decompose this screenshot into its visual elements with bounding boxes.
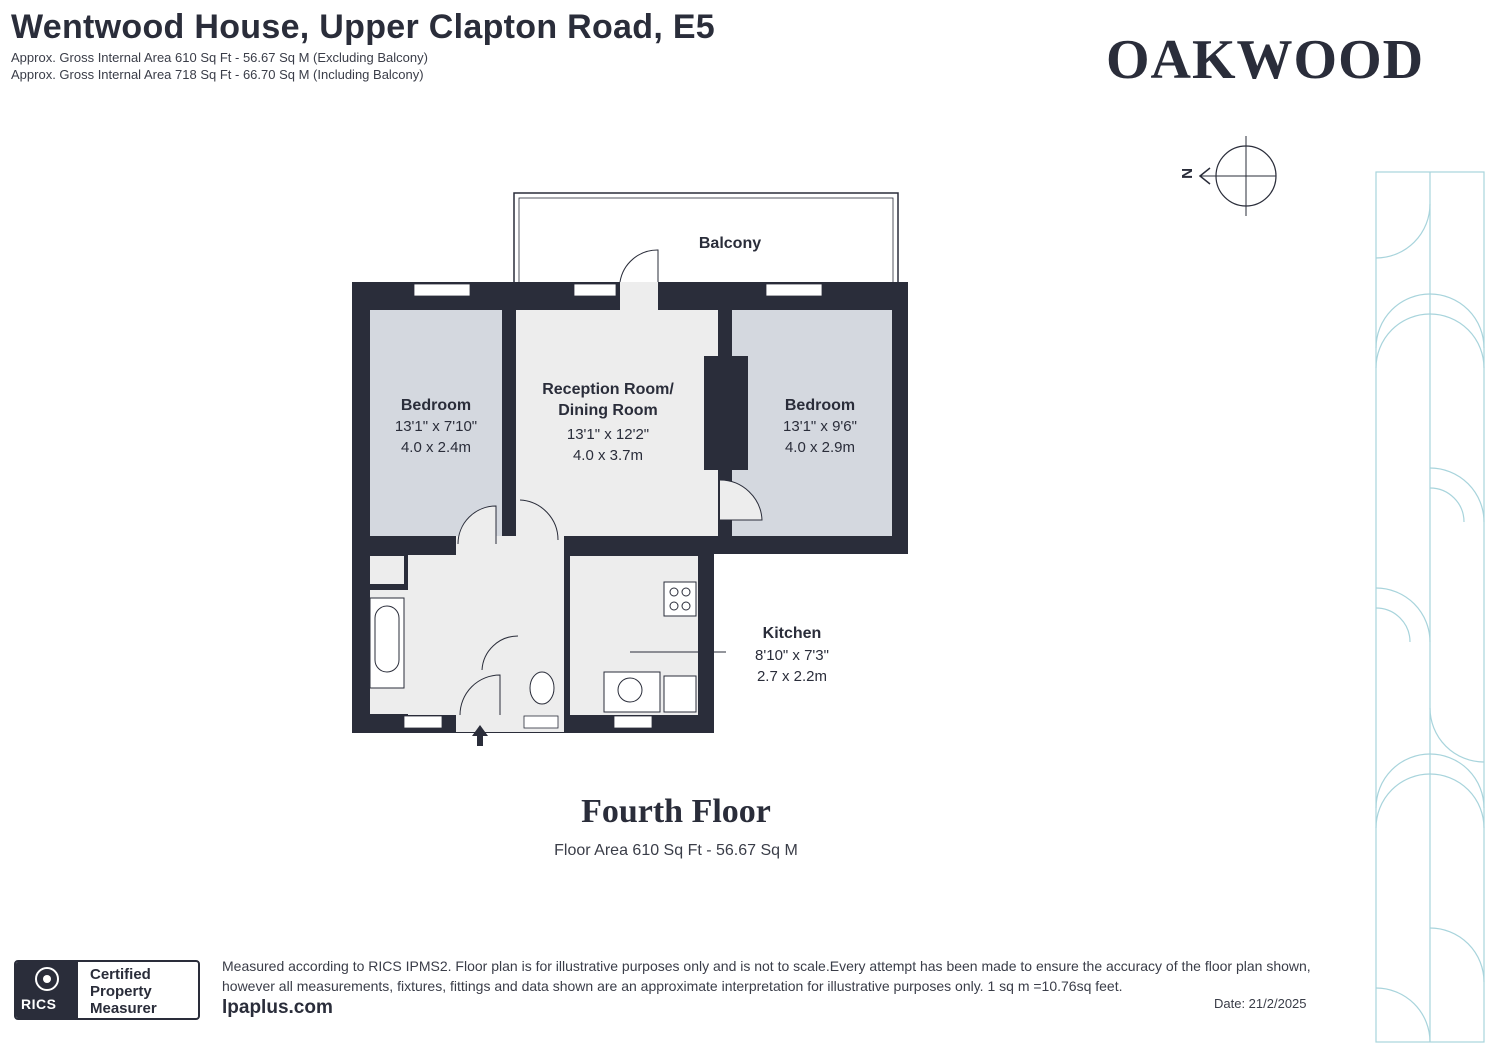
floor-plan: N Bedroom 13'1" x 7'10" 4.0 — [352, 136, 1277, 746]
bedroom-2 — [732, 310, 892, 536]
rics-lion-icon — [35, 967, 59, 991]
certified-line-1: Certified — [90, 966, 151, 983]
bedroom-1-name: Bedroom — [401, 397, 471, 414]
bedroom-1-metric: 4.0 x 2.4m — [401, 439, 471, 456]
rics-certified-badge: RICS Certified Property Measurer — [14, 960, 200, 1020]
entrance-arrow-icon — [472, 725, 488, 746]
storage-cupboard — [370, 556, 404, 584]
floor-title: Fourth Floor — [581, 793, 771, 830]
kitchen-imperial: 8'10" x 7'3" — [755, 647, 829, 664]
kitchen-metric: 2.7 x 2.2m — [757, 668, 827, 685]
website-link[interactable]: lpaplus.com — [222, 997, 333, 1018]
bedroom-1 — [370, 310, 502, 536]
north-arrow-icon: N — [1178, 136, 1277, 216]
certified-line-2: Property — [90, 983, 152, 1000]
certified-line-3: Measurer — [90, 1000, 157, 1017]
reception-name-line2: Dining Room — [558, 402, 658, 419]
bedroom-1-imperial: 13'1" x 7'10" — [395, 418, 477, 435]
plan-date: Date: 21/2/2025 — [1214, 996, 1307, 1011]
floor-area: Floor Area 610 Sq Ft - 56.67 Sq M — [554, 842, 798, 859]
chimney-breast — [704, 356, 748, 470]
bedroom-2-name: Bedroom — [785, 397, 855, 414]
gross-area-including-balcony: Approx. Gross Internal Area 718 Sq Ft - … — [11, 67, 424, 82]
rics-logo: RICS — [16, 962, 78, 1018]
reception-room — [516, 310, 718, 536]
balcony-name: Balcony — [699, 235, 761, 252]
bedroom-2-metric: 4.0 x 2.9m — [785, 439, 855, 456]
certified-property-measurer: Certified Property Measurer — [90, 966, 157, 1017]
decorative-pattern — [1375, 171, 1485, 1043]
reception-name-line1: Reception Room/ — [542, 381, 674, 398]
balcony — [513, 192, 899, 284]
gross-area-excluding-balcony: Approx. Gross Internal Area 610 Sq Ft - … — [11, 50, 428, 65]
reception-imperial: 13'1" x 12'2" — [567, 426, 649, 443]
disclaimer-text: Measured according to RICS IPMS2. Floor … — [222, 958, 1311, 994]
page-title: Wentwood House, Upper Clapton Road, E5 — [11, 8, 716, 46]
reception-metric: 4.0 x 3.7m — [573, 447, 643, 464]
oakwood-logo: OAKWOOD — [1106, 29, 1425, 91]
north-label: N — [1178, 168, 1195, 179]
bedroom-2-imperial: 13'1" x 9'6" — [783, 418, 857, 435]
kitchen-name: Kitchen — [763, 625, 822, 642]
rics-logo-text: RICS — [21, 996, 57, 1012]
